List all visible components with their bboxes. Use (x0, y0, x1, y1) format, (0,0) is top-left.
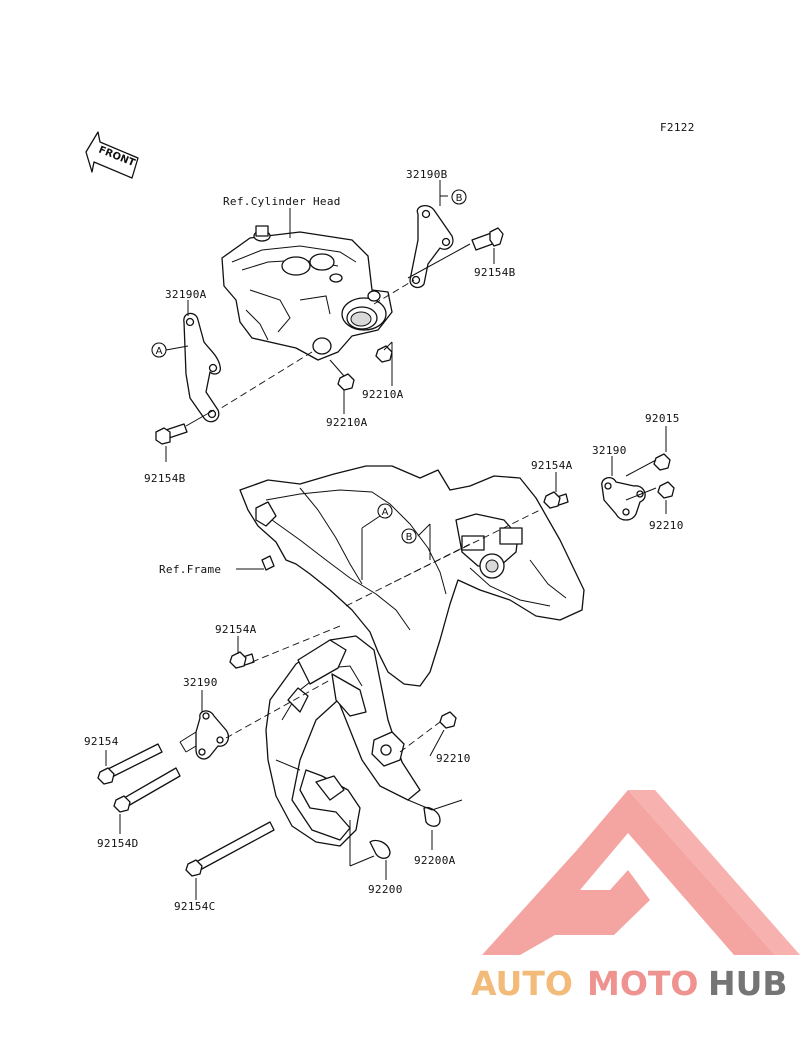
frame (239, 465, 585, 847)
logo-text-moto: MOTO (587, 964, 698, 1003)
logo-text-hub: HUB (708, 964, 788, 1003)
clip-92200 (369, 839, 391, 859)
nut-92210A-right (375, 345, 393, 363)
label-32190-left: 32190 (183, 676, 218, 689)
bolt-92154A-right (543, 491, 569, 509)
callout-a-top: A (151, 342, 167, 358)
label-92154C: 92154C (174, 900, 216, 913)
label-92154A-left: 92154A (215, 623, 257, 636)
nut-92210-mid (439, 711, 457, 729)
front-arrow-icon: FRONT (85, 131, 139, 179)
callout-b-frame: B (401, 528, 417, 544)
clip-92200A (423, 806, 441, 827)
logo-text-auto: AUTO (471, 964, 573, 1003)
label-ref-frame: Ref.Frame (159, 563, 221, 576)
bolt-92154A-left (229, 651, 255, 669)
bracket-32190B (409, 204, 454, 289)
figure-code: F2122 (660, 121, 695, 134)
label-92154B-left: 92154B (144, 472, 186, 485)
nut-92210A-left (337, 373, 355, 391)
bracket-32190-left (195, 710, 230, 760)
label-92210A-right: 92210A (362, 388, 404, 401)
callout-b-top: B (451, 189, 467, 205)
logo-triangle (482, 790, 775, 955)
label-92200: 92200 (368, 883, 403, 896)
label-92154A-right: 92154A (531, 459, 573, 472)
label-92015: 92015 (645, 412, 680, 425)
label-92210A-left: 92210A (326, 416, 368, 429)
leader-lines (105, 180, 667, 900)
bolt-92154D (113, 767, 181, 813)
label-92200A: 92200A (414, 854, 456, 867)
label-92154: 92154 (84, 735, 119, 748)
bolt-92154B-top (471, 227, 504, 251)
svg-text:A: A (156, 346, 163, 357)
bracket-32190A (183, 312, 221, 423)
svg-text:A: A (382, 507, 389, 518)
label-92154D: 92154D (97, 837, 139, 850)
cylinder-head (221, 225, 393, 361)
automotohub-logo: AUTO MOTO HUB (471, 790, 800, 1003)
label-ref-cylinder-head: Ref.Cylinder Head (223, 195, 341, 208)
bolt-92154C (185, 821, 275, 877)
label-32190A: 32190A (165, 288, 207, 301)
label-92210-right: 92210 (649, 519, 684, 532)
svg-text:B: B (406, 532, 413, 543)
washer-92015 (653, 453, 671, 471)
bolt-92154B-left (155, 423, 188, 445)
label-32190-right: 32190 (592, 444, 627, 457)
bolt-92154 (97, 743, 163, 785)
label-32190B: 32190B (406, 168, 448, 181)
nut-92210-right (657, 481, 675, 499)
callout-a-frame: A (377, 503, 393, 519)
bracket-32190-right (601, 476, 646, 521)
label-92210-mid: 92210 (436, 752, 471, 765)
svg-text:B: B (456, 193, 463, 204)
label-92154B-top: 92154B (474, 266, 516, 279)
